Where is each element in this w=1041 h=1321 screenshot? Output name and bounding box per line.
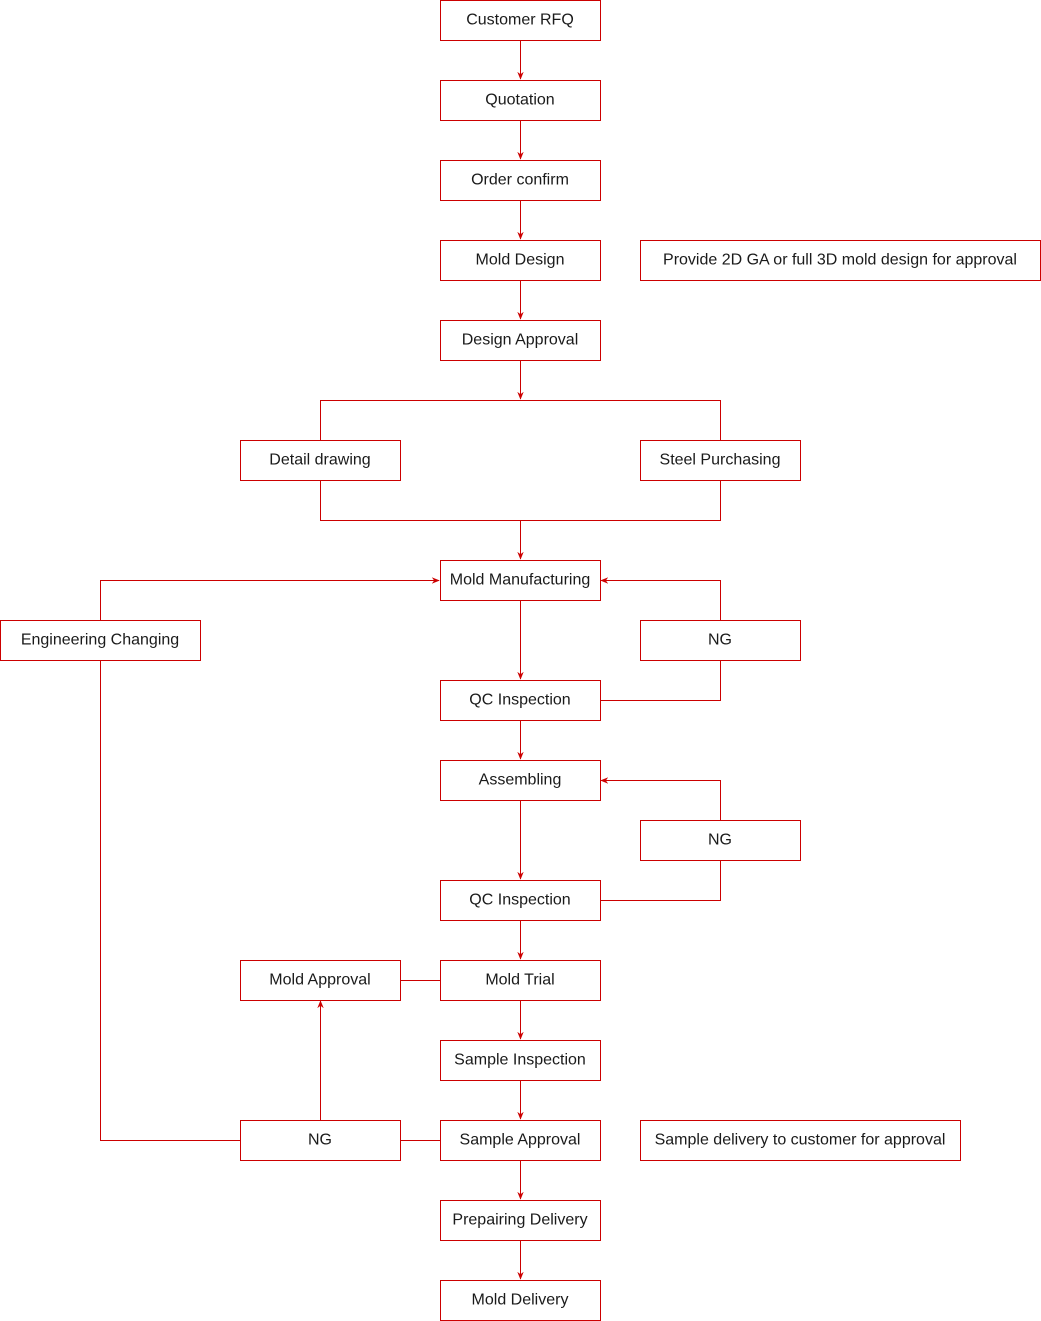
node-label: Design Approval [462, 332, 579, 349]
node-steel-purchasing: Steel Purchasing [640, 440, 801, 481]
node-label: Sample Approval [460, 1132, 581, 1149]
note-label: Sample delivery to customer for approval [655, 1132, 946, 1149]
edge-branches-join [320, 480, 721, 521]
node-ng-2: NG [640, 820, 801, 861]
edge-ng3-engineering [100, 660, 240, 1141]
edges [100, 40, 721, 1280]
node-label: Order confirm [471, 172, 569, 189]
node-sample-approval: Sample Approval [440, 1120, 601, 1161]
node-label: Mold Trial [485, 972, 554, 989]
node-qc-inspection-1: QC Inspection [440, 680, 601, 721]
node-assembling: Assembling [440, 760, 601, 801]
node-mold-design: Mold Design [440, 240, 601, 281]
node-label: Mold Design [476, 252, 565, 269]
node-label: Steel Purchasing [660, 452, 781, 469]
node-customer-rfq: Customer RFQ [440, 0, 601, 41]
note-label: Provide 2D GA or full 3D mold design for… [663, 252, 1017, 269]
node-label: Engineering Changing [21, 632, 179, 649]
node-quotation: Quotation [440, 80, 601, 121]
note-sample-approval: Sample delivery to customer for approval [640, 1120, 961, 1161]
node-label: Mold Manufacturing [450, 572, 591, 589]
node-ng-3: NG [240, 1120, 401, 1161]
node-ng-1: NG [640, 620, 801, 661]
edge-ng1-manufacturing [600, 577, 721, 620]
node-order-confirm: Order confirm [440, 160, 601, 201]
node-qc-inspection-2: QC Inspection [440, 880, 601, 921]
edge-qc1-ng1 [600, 660, 721, 701]
edge-ng2-assembling [600, 777, 721, 820]
node-sample-inspection: Sample Inspection [440, 1040, 601, 1081]
node-mold-approval: Mold Approval [240, 960, 401, 1001]
node-label: Customer RFQ [466, 12, 574, 29]
node-label: NG [708, 632, 732, 649]
node-label: QC Inspection [469, 692, 570, 709]
node-label: NG [708, 832, 732, 849]
note-mold-design: Provide 2D GA or full 3D mold design for… [640, 240, 1041, 281]
node-design-approval: Design Approval [440, 320, 601, 361]
node-mold-trial: Mold Trial [440, 960, 601, 1001]
node-label: Quotation [485, 92, 554, 109]
edge-engineering-manufacturing [100, 577, 440, 620]
node-engineering-changing: Engineering Changing [0, 620, 201, 661]
edge-split-branches [320, 400, 721, 440]
node-mold-delivery: Mold Delivery [440, 1280, 601, 1321]
node-label: Detail drawing [269, 452, 370, 469]
edge-qc2-ng2 [600, 860, 721, 901]
node-label: Sample Inspection [454, 1052, 586, 1069]
node-detail-drawing: Detail drawing [240, 440, 401, 481]
node-label: Prepairing Delivery [452, 1212, 587, 1229]
node-label: Mold Approval [269, 972, 370, 989]
node-label: Assembling [479, 772, 562, 789]
node-mold-manufacturing: Mold Manufacturing [440, 560, 601, 601]
node-label: Mold Delivery [472, 1292, 569, 1309]
node-label: NG [308, 1132, 332, 1149]
node-prepairing-delivery: Prepairing Delivery [440, 1200, 601, 1241]
node-label: QC Inspection [469, 892, 570, 909]
